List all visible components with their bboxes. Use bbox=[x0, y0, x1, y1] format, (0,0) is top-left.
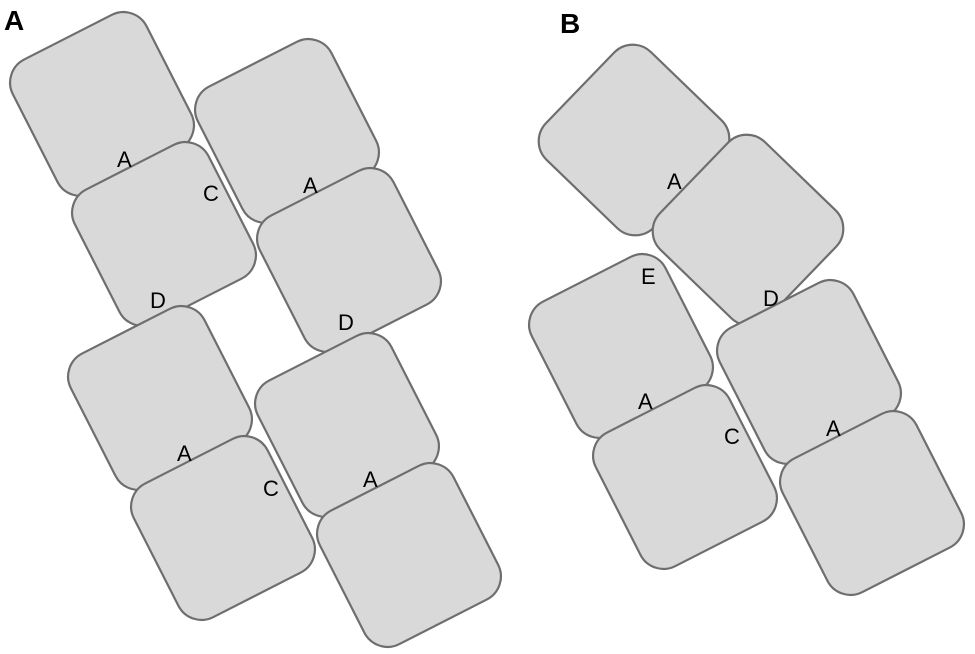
edge-label: D bbox=[150, 288, 166, 313]
panel-b-label: B bbox=[560, 8, 580, 39]
panel-a-tile-3 bbox=[70, 140, 258, 328]
panel-a-label: A bbox=[4, 5, 24, 36]
panel-a-tile-4 bbox=[255, 166, 443, 354]
panel-a-tile-7 bbox=[129, 434, 317, 622]
edge-label: C bbox=[724, 424, 740, 449]
panel-a: A A C A D D A C A bbox=[4, 5, 503, 649]
edge-label: A bbox=[826, 416, 841, 441]
edge-label: A bbox=[177, 441, 192, 466]
edge-label: E bbox=[641, 264, 656, 289]
panel-a-tile-8 bbox=[315, 461, 503, 649]
edge-label: A bbox=[117, 147, 132, 172]
edge-label: A bbox=[303, 173, 318, 198]
panel-b-tile-2 bbox=[651, 133, 845, 327]
edge-label: C bbox=[263, 476, 279, 501]
panel-b-tile-6 bbox=[778, 409, 966, 597]
edge-label: C bbox=[203, 181, 219, 206]
edge-label: D bbox=[763, 286, 779, 311]
panel-b: B A E D A C A bbox=[527, 8, 966, 597]
edge-label: D bbox=[338, 310, 354, 335]
edge-label: A bbox=[363, 467, 378, 492]
edge-label: A bbox=[638, 389, 653, 414]
edge-label: A bbox=[667, 169, 682, 194]
panel-b-tile-5 bbox=[591, 383, 779, 571]
